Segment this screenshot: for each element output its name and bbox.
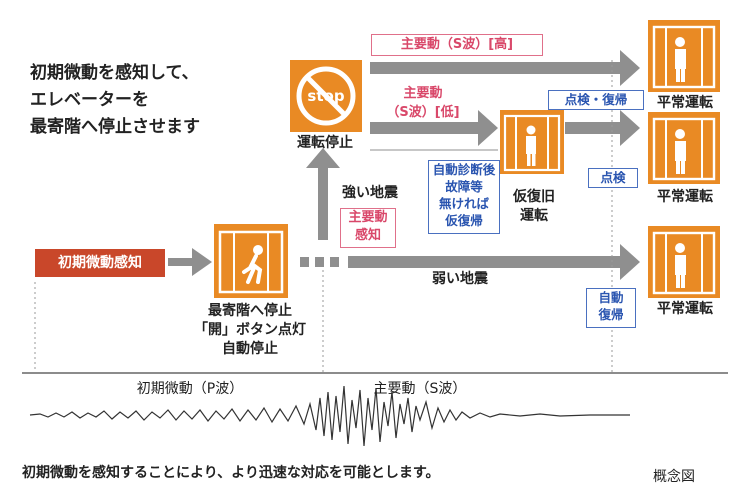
- strong-quake-label: 強い地震: [342, 185, 398, 201]
- s-low-label: 主要動 （S波）[低]: [386, 86, 460, 120]
- inspect-restore-box: 点検・復帰: [548, 90, 644, 110]
- arrow-s-high: [370, 50, 640, 86]
- s-high-box: 主要動（S波）[高]: [371, 34, 543, 56]
- initial-detect-tag: 初期微動感知: [35, 249, 165, 277]
- arrow-strong-quake: [306, 148, 340, 240]
- operation-stop-label: 運転停止: [297, 135, 353, 151]
- seismic-wave: [29, 385, 630, 447]
- normal-label-3: 平常運転: [657, 301, 713, 317]
- elevator-person-icon-normal-1: [648, 20, 720, 92]
- arrow-s-low: [370, 110, 498, 146]
- dash-3: [330, 257, 339, 267]
- temp-recovery-label: 仮復旧 運転: [513, 189, 555, 224]
- dash-1: [300, 257, 309, 267]
- dash-2: [315, 257, 324, 267]
- arrow-detect-to-stop: [168, 248, 212, 276]
- inspect-box: 点検: [588, 168, 638, 188]
- concept-label: 概念図: [653, 469, 695, 485]
- intro-text: 初期微動を感知して、 エレベーターを 最寄階へ停止させます: [30, 63, 200, 137]
- s-detect-box: 主要動 感知: [340, 208, 396, 248]
- normal-label-2: 平常運転: [657, 189, 713, 205]
- s-wave-label: 主要動（S波）: [373, 381, 467, 397]
- weak-quake-label: 弱い地震: [432, 271, 488, 287]
- stop-word: stop: [307, 87, 344, 105]
- p-wave-label: 初期微動（P波）: [136, 381, 244, 397]
- elevator-person-icon-normal-3: [648, 226, 720, 298]
- arrow-temp-to-normal: [565, 110, 640, 146]
- arrow-weak-quake: [348, 244, 640, 280]
- auto-restore-box: 自動 復帰: [586, 288, 636, 328]
- footer-text: 初期微動を感知することにより、より迅速な対応を可能とします。: [22, 465, 440, 481]
- elevator-runner-icon: [214, 224, 288, 298]
- elevator-person-icon-normal-2: [648, 112, 720, 184]
- normal-label-1: 平常運転: [657, 95, 713, 111]
- nearest-stop-label: 最寄階へ停止 「開」ボタン点灯 自動停止: [194, 303, 306, 357]
- auto-diag-box: 自動診断後 故障等 無ければ 仮復帰: [428, 160, 500, 234]
- elevator-person-icon-temp: [500, 110, 564, 174]
- stop-sign-icon: stop: [290, 60, 362, 132]
